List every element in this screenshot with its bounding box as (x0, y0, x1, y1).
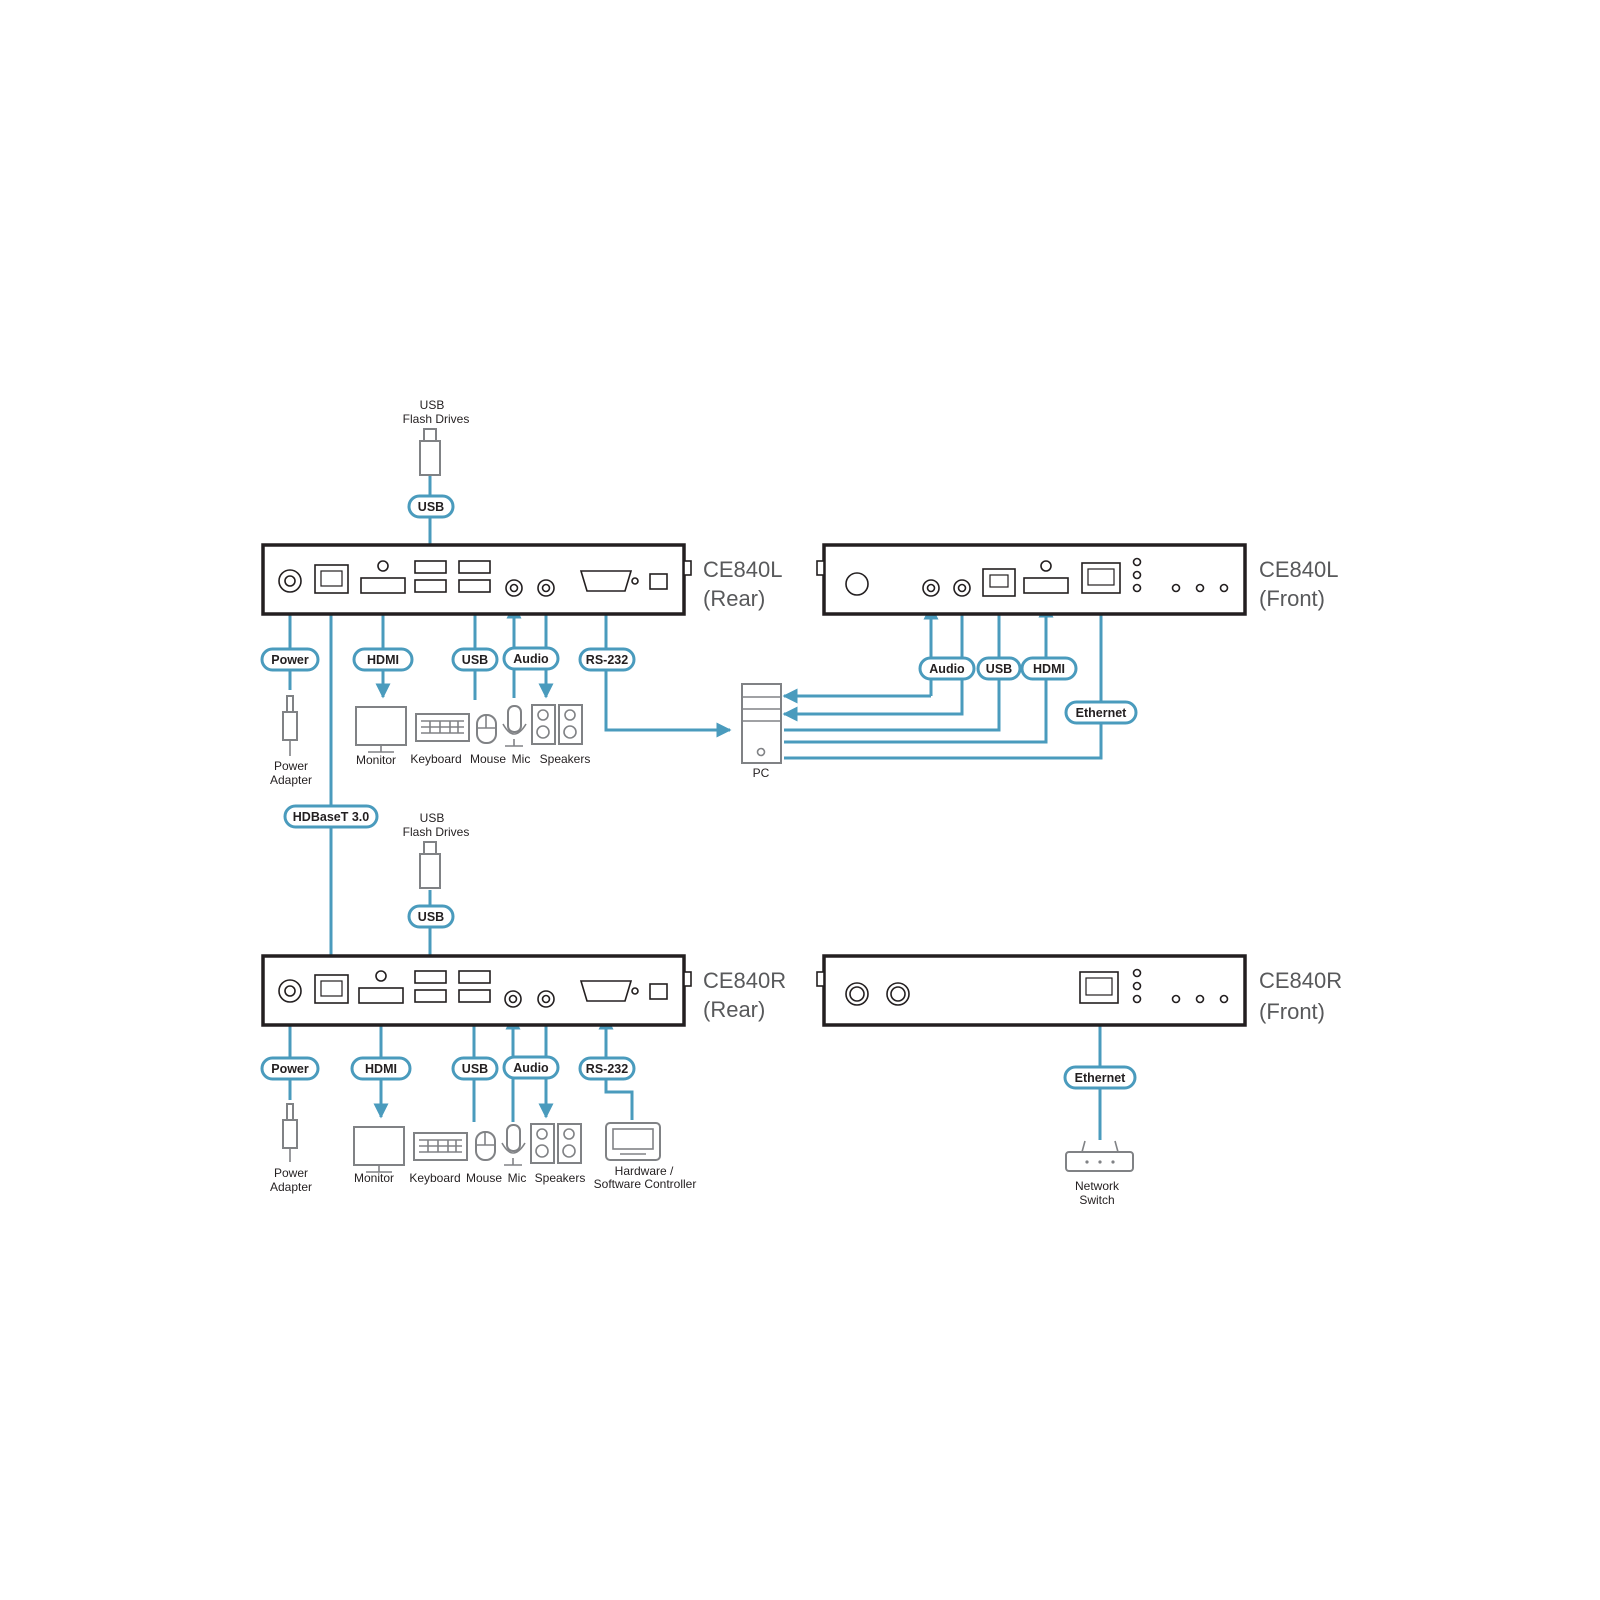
mic-caption: Mic (508, 1171, 527, 1185)
speakers-caption: Speakers (535, 1171, 586, 1185)
mouse-caption: Mouse (466, 1171, 502, 1185)
speakers-icon (530, 1123, 582, 1164)
keyboard-caption: Keyboard (409, 1171, 460, 1185)
svg-text:Audio: Audio (513, 652, 549, 666)
svg-text:RS-232: RS-232 (586, 1062, 628, 1076)
monitor-caption: Monitor (356, 753, 396, 767)
pc-icon (741, 683, 782, 764)
ce840r-front-unit (816, 954, 1247, 1027)
pill-usb-remote-flash: USB (407, 904, 455, 929)
pill-ethernet-remote: Ethernet (1063, 1065, 1137, 1090)
svg-text:RS-232: RS-232 (586, 653, 628, 667)
ce840l-rear-model: CE840L (703, 557, 783, 582)
pill-hdmi-local: HDMI (352, 647, 414, 672)
power-adapter-caption-line1: Power (274, 1166, 308, 1180)
mouse-caption: Mouse (470, 752, 506, 766)
monitor-icon (353, 1126, 405, 1173)
keyboard-icon (413, 1132, 468, 1161)
svg-text:HDMI: HDMI (367, 653, 399, 667)
pill-usb-pc: USB (976, 656, 1022, 681)
usb-flash-drives-caption-line2: Flash Drives (403, 412, 470, 426)
network-switch-caption-line1: Network (1075, 1179, 1120, 1193)
ce840l-front-unit (816, 543, 1247, 616)
svg-text:HDBaseT 3.0: HDBaseT 3.0 (293, 810, 369, 824)
pill-usb-remote: USB (451, 1056, 499, 1081)
controller-caption-line1: Hardware / (615, 1164, 674, 1178)
usb-flash-drives-caption-line1: USB (420, 398, 445, 412)
svg-text:Power: Power (271, 653, 309, 667)
usb-flash-drives-caption-line1: USB (420, 811, 445, 825)
pill-audio-local: Audio (502, 646, 560, 671)
pill-power-local: Power (260, 647, 320, 672)
controller-icon (605, 1122, 661, 1161)
speakers-caption: Speakers (540, 752, 591, 766)
pill-rs232-local: RS-232 (578, 647, 636, 672)
svg-text:USB: USB (418, 910, 444, 924)
svg-text:HDMI: HDMI (1033, 662, 1065, 676)
mic-icon (501, 1124, 526, 1166)
network-switch-icon (1065, 1140, 1134, 1172)
keyboard-icon (415, 713, 470, 742)
mic-icon (502, 705, 527, 747)
power-adapter-caption-line2: Adapter (270, 773, 312, 787)
svg-text:Audio: Audio (929, 662, 965, 676)
svg-text:USB: USB (986, 662, 1012, 676)
power-adapter-icon (282, 1103, 298, 1162)
usb-flash-drive-icon (419, 841, 441, 889)
ce840l-front-model: CE840L (1259, 557, 1339, 582)
pill-hdmi-remote: HDMI (350, 1056, 412, 1081)
pill-audio-pc: Audio (918, 656, 976, 681)
pc-caption: PC (753, 766, 770, 780)
keyboard-caption: Keyboard (410, 752, 461, 766)
svg-text:Ethernet: Ethernet (1075, 1071, 1127, 1085)
ce840l-rear-side: (Rear) (703, 586, 765, 611)
monitor-icon (355, 706, 407, 753)
pill-power-remote: Power (260, 1056, 320, 1081)
svg-text:Ethernet: Ethernet (1076, 706, 1128, 720)
controller-caption-line2: Software Controller (594, 1177, 697, 1191)
ce840r-front-side: (Front) (1259, 999, 1325, 1024)
ce840r-rear-side: (Rear) (703, 997, 765, 1022)
svg-text:USB: USB (418, 500, 444, 514)
speakers-icon (531, 704, 583, 745)
svg-text:USB: USB (462, 1062, 488, 1076)
power-adapter-caption-line1: Power (274, 759, 308, 773)
svg-text:Audio: Audio (513, 1061, 549, 1075)
pill-ethernet-pc: Ethernet (1064, 700, 1138, 725)
pill-hdmi-pc: HDMI (1020, 656, 1078, 681)
ce840r-front-model: CE840R (1259, 968, 1342, 993)
ce840l-rear-unit (261, 543, 692, 616)
svg-text:USB: USB (462, 653, 488, 667)
svg-text:Power: Power (271, 1062, 309, 1076)
mic-caption: Mic (512, 752, 531, 766)
usb-flash-drive-icon (419, 428, 441, 476)
pill-usb-local-flash: USB (407, 494, 455, 519)
network-switch-caption-line2: Switch (1079, 1193, 1114, 1207)
pill-hdbaset: HDBaseT 3.0 (283, 804, 379, 829)
power-adapter-icon (282, 695, 298, 756)
ce840l-front-side: (Front) (1259, 586, 1325, 611)
pill-audio-remote: Audio (502, 1055, 560, 1080)
mouse-icon (476, 714, 497, 744)
power-adapter-caption-line2: Adapter (270, 1180, 312, 1194)
usb-flash-drives-caption-line2: Flash Drives (403, 825, 470, 839)
svg-text:HDMI: HDMI (365, 1062, 397, 1076)
pill-usb-local: USB (451, 647, 499, 672)
monitor-caption: Monitor (354, 1171, 394, 1185)
ce840r-rear-unit (261, 954, 692, 1027)
mouse-icon (475, 1131, 496, 1161)
pill-rs232-remote: RS-232 (578, 1056, 636, 1081)
ce840r-rear-model: CE840R (703, 968, 786, 993)
